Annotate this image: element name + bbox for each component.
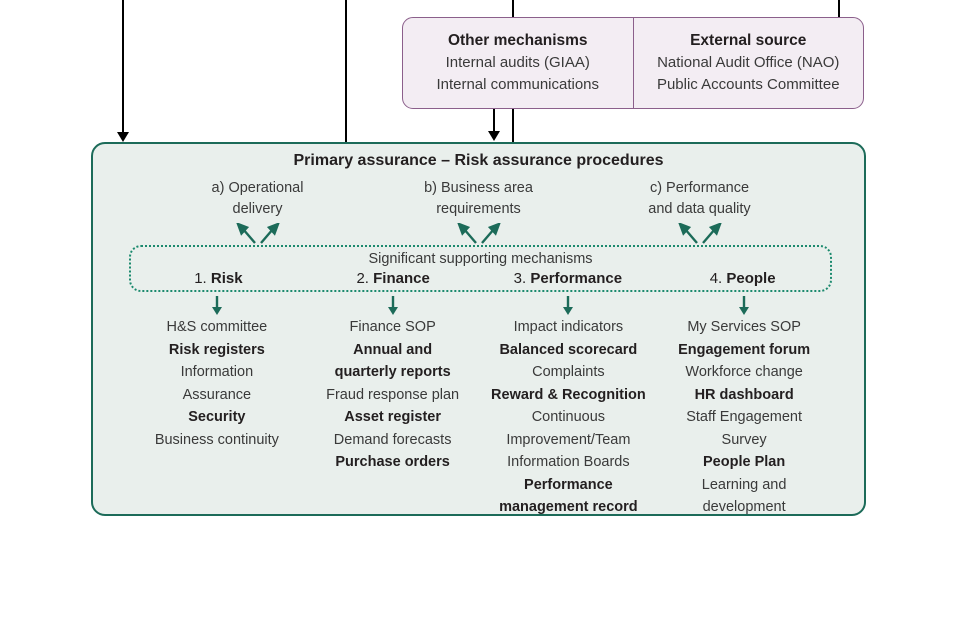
- mechanism-number-1: 1.: [194, 270, 207, 287]
- procedure-c: c) Performance and data quality: [589, 178, 810, 245]
- other-mechanisms-item-2: Internal communications: [436, 76, 600, 93]
- mechanism-entry: quarterly reports: [334, 364, 451, 380]
- mechanism-entry: My Services SOP: [687, 319, 801, 335]
- supporting-mechanisms-caption: Significant supporting mechanisms: [368, 251, 593, 267]
- down-arrow-cell-2: [305, 296, 481, 316]
- mechanism-label-3: Performance: [530, 270, 623, 287]
- primary-assurance-box: Primary assurance – Risk assurance proce…: [91, 142, 866, 516]
- down-arrow-icon: [387, 296, 398, 315]
- mechanism-entry: Performance: [524, 476, 613, 493]
- procedure-c-line2: and data quality: [648, 201, 751, 217]
- mechanism-entry: Survey: [721, 431, 767, 448]
- procedure-c-diverging-arrows-icon: [589, 223, 810, 245]
- down-arrow-icon: [563, 296, 574, 315]
- mechanism-number-4: 4.: [709, 270, 723, 287]
- mechanism-entry: management record: [499, 499, 638, 515]
- mechanism-entry: Improvement/Team: [506, 431, 631, 448]
- connector-line-5: [838, 0, 840, 20]
- connector-line-3: [493, 109, 495, 135]
- external-source-box[interactable]: External source National Audit Office (N…: [632, 18, 864, 108]
- procedure-a-diverging-arrows-icon: [147, 223, 368, 245]
- down-arrow-icon: [739, 296, 750, 315]
- mechanism-number-2: 2.: [356, 270, 369, 287]
- mechanism-down-arrows-row: [129, 296, 832, 316]
- mechanism-entry: Balanced scorecard: [499, 341, 638, 358]
- mechanism-entry: Reward & Recognition: [491, 386, 646, 403]
- external-source-title: External source: [690, 32, 807, 49]
- down-arrow-cell-1: [129, 296, 305, 316]
- procedure-a: a) Operational delivery: [147, 178, 368, 245]
- external-inputs-band: Other mechanisms Internal audits (GIAA) …: [402, 17, 864, 109]
- mechanism-heading-risk[interactable]: 1. Risk: [131, 270, 306, 287]
- external-source-item-1: National Audit Office (NAO): [657, 54, 840, 71]
- mechanism-entry: People Plan: [703, 454, 786, 470]
- procedure-a-line1: a) Operational: [211, 180, 304, 196]
- mechanism-headings-row: 1. Risk 2. Finance 3. Performance 4. Peo…: [131, 270, 830, 287]
- mechanism-entry: Workforce change: [685, 364, 803, 380]
- mechanism-entry: Finance SOP: [349, 319, 436, 335]
- mechanism-entry: Impact indicators: [513, 319, 624, 335]
- connector-line-1: [122, 0, 124, 136]
- mechanism-entry: Demand forecasts: [333, 431, 452, 448]
- mechanism-entry: HR dashboard: [694, 386, 794, 403]
- mechanism-entry: Staff Engagement: [686, 409, 803, 425]
- mechanism-entry: Annual and: [353, 341, 433, 358]
- other-mechanisms-box[interactable]: Other mechanisms Internal audits (GIAA) …: [403, 18, 633, 108]
- mechanism-label-2: Finance: [373, 270, 430, 287]
- connector-arrowhead-1: [117, 132, 129, 142]
- procedure-b-line1: b) Business area: [424, 180, 533, 196]
- connector-arrowhead-3: [488, 131, 500, 141]
- mechanism-entry: development: [702, 499, 786, 515]
- mechanism-number-3: 3.: [513, 270, 527, 287]
- mechanism-entry: Fraud response plan: [326, 386, 460, 403]
- procedure-b-line2: requirements: [436, 201, 521, 217]
- primary-assurance-title: Primary assurance – Risk assurance proce…: [293, 152, 664, 169]
- supporting-mechanisms-box: Significant supporting mechanisms 1. Ris…: [129, 245, 832, 292]
- abc-right-spacer: [810, 178, 864, 245]
- mechanism-label-4: People: [726, 270, 776, 287]
- down-arrow-icon: [211, 296, 222, 315]
- procedure-a-line2: delivery: [232, 201, 283, 217]
- procedure-b-diverging-arrows-icon: [368, 223, 589, 245]
- other-mechanisms-title: Other mechanisms: [447, 32, 588, 49]
- mechanism-entry: H&S committee: [166, 319, 268, 335]
- abc-left-spacer: [93, 178, 147, 245]
- connector-line-2: [345, 0, 347, 143]
- risk-assurance-procedures-row: a) Operational delivery b) Business area: [93, 178, 864, 245]
- mechanism-entry: Information: [180, 364, 254, 380]
- other-mechanisms-item-1: Internal audits (GIAA): [445, 54, 590, 71]
- mechanism-entry: Complaints: [532, 364, 605, 380]
- mechanism-entry: Risk registers: [168, 341, 265, 358]
- mechanism-entry: Engagement forum: [678, 341, 811, 358]
- down-arrow-cell-4: [656, 296, 832, 316]
- mechanism-entry: Information Boards: [507, 454, 630, 470]
- mechanism-entry: Assurance: [182, 386, 252, 403]
- down-arrow-cell-3: [481, 296, 657, 316]
- mechanism-entry: Business continuity: [154, 431, 279, 448]
- mechanism-entry: Purchase orders: [335, 454, 450, 470]
- mechanism-entry: Asset register: [344, 409, 441, 425]
- mechanism-entry: Continuous: [531, 409, 606, 425]
- external-source-item-2: Public Accounts Committee: [656, 76, 840, 93]
- mechanism-heading-people[interactable]: 4. People: [655, 270, 830, 287]
- mechanism-label-1: Risk: [210, 270, 243, 287]
- mechanism-entry: Security: [188, 409, 246, 425]
- procedure-b: b) Business area requirements: [368, 178, 589, 245]
- mechanism-heading-performance[interactable]: 3. Performance: [481, 270, 656, 287]
- mechanism-heading-finance[interactable]: 2. Finance: [306, 270, 481, 287]
- procedure-c-line1: c) Performance: [649, 180, 750, 196]
- mechanism-entry: Learning and: [701, 476, 787, 493]
